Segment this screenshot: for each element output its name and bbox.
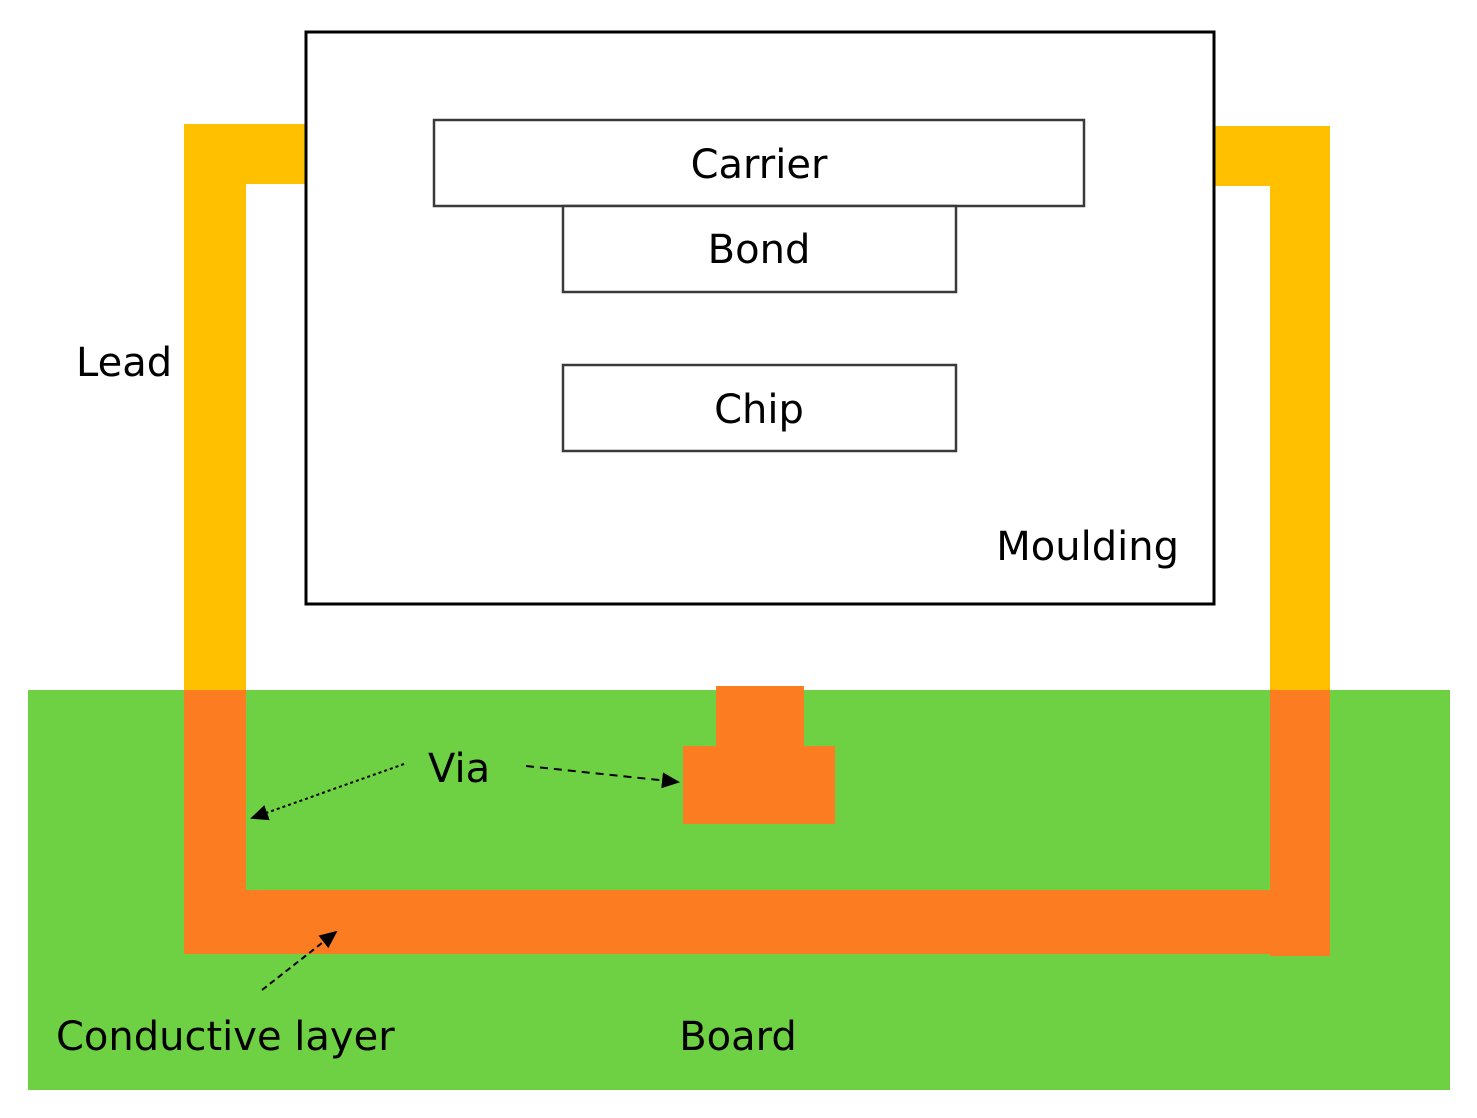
carrier-label: Carrier	[691, 142, 828, 188]
conductive-layer	[184, 690, 1330, 956]
lead-label: Lead	[76, 340, 172, 386]
via-arrow-right	[525, 765, 680, 789]
conductive-layer-label: Conductive layer	[56, 1014, 395, 1060]
carrier-box	[432, 118, 1086, 208]
chip-box	[561, 363, 958, 453]
lead-right	[1212, 126, 1330, 692]
via-label: Via	[428, 746, 490, 792]
conductive-layer-arrow	[261, 930, 338, 991]
moulding-box	[304, 30, 1216, 606]
bond-label: Bond	[708, 227, 811, 273]
lead-left	[184, 124, 306, 692]
via-arrow-left	[250, 763, 405, 821]
bond-box	[561, 204, 958, 294]
board-label: Board	[679, 1014, 797, 1060]
chip-label: Chip	[714, 387, 804, 433]
via-block	[683, 686, 835, 824]
moulding-label: Moulding	[996, 524, 1179, 570]
